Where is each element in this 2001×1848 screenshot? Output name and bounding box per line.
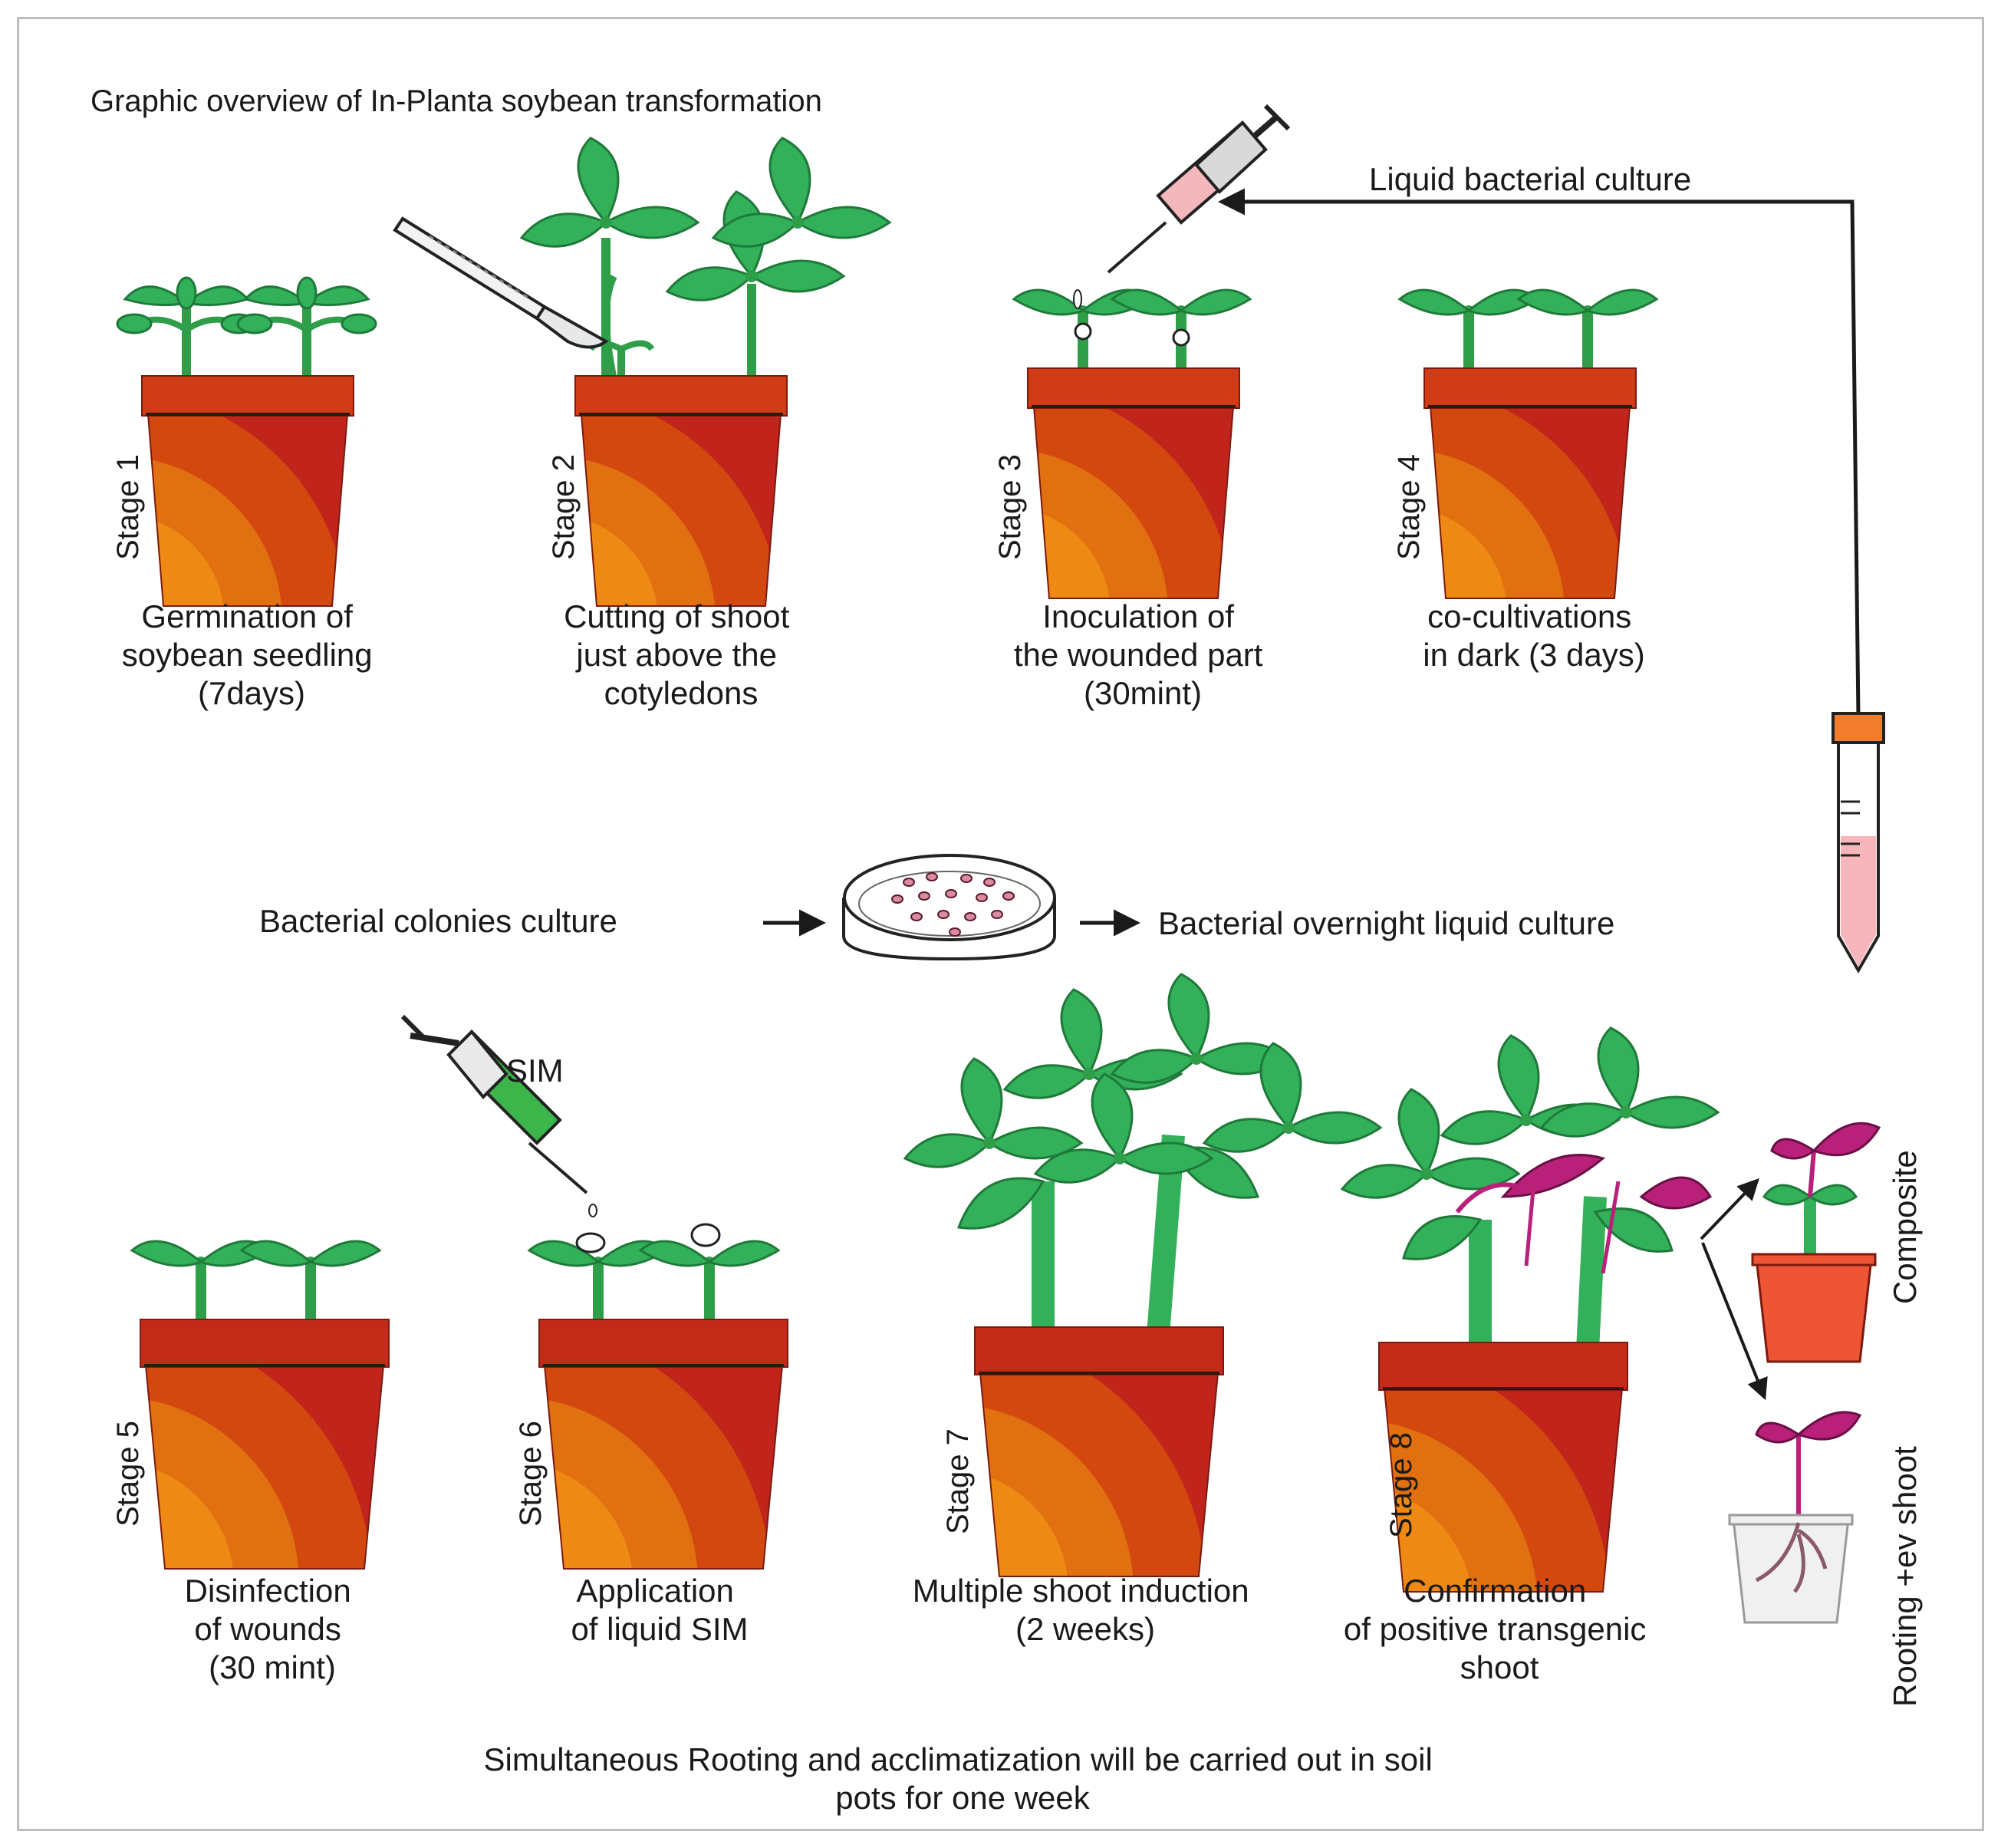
stage-8-label: Stage 8: [1384, 1432, 1418, 1538]
stage-7-caption: Multiple shoot induction (2 weeks): [913, 1573, 1259, 1647]
sim-label: SIM: [506, 1052, 564, 1089]
rooting-arrow: [1701, 1242, 1768, 1401]
sim-syringe-icon: [400, 1014, 588, 1194]
petri-dish-icon: [842, 854, 1056, 961]
figure-frame: [17, 17, 1984, 1831]
syringe-icon: [1107, 104, 1291, 274]
composite-arrow: [1700, 1178, 1759, 1240]
stage-1-illustration: [0, 278, 376, 852]
stage-7-label: Stage 7: [941, 1428, 975, 1534]
stage-5-illustration: [0, 1241, 395, 1845]
stage-4-caption: co-cultivations in dark (3 days): [1423, 598, 1644, 673]
rooting-label: Rooting +ev shoot: [1887, 1446, 1923, 1707]
stage-8-illustration: [1089, 1026, 1720, 1848]
footer-note: Simultaneous Rooting and acclimatization…: [484, 1741, 1442, 1816]
liquid-culture-label: Liquid bacterial culture: [1369, 161, 1691, 197]
stage-3-caption: Inoculation of the wounded part (30mint): [1014, 598, 1272, 711]
composite-label: Composite: [1887, 1150, 1923, 1304]
stage-4-illustration: [1170, 290, 1657, 844]
stage-6-label: Stage 6: [514, 1421, 548, 1527]
stage-5-label: Stage 5: [111, 1421, 145, 1527]
stage-3-label: Stage 3: [993, 454, 1027, 560]
stage-8-caption: Confirmation of positive transgenic shoo…: [1344, 1573, 1655, 1685]
stage-3-illustration: [773, 104, 1291, 844]
stage-2-illustration: [321, 137, 891, 852]
stage-7-illustration: [685, 973, 1382, 1848]
composite-plant-illustration: [1751, 1122, 1881, 1363]
scalpel-icon: [393, 216, 609, 349]
falcon-tube-icon: [1832, 712, 1885, 973]
stage-2-caption: Cutting of shoot just above the cotyledo…: [564, 598, 798, 711]
culture-to-syringe-arrow: [1218, 188, 1861, 718]
stage-2-label: Stage 2: [547, 454, 581, 560]
stage-1-caption: Germination of soybean seedling (7days): [122, 598, 382, 711]
stage-6-caption: Application of liquid SIM: [571, 1573, 748, 1647]
overnight-label: Bacterial overnight liquid culture: [1158, 905, 1614, 941]
stage-5-caption: Disinfection of wounds (30 mint): [185, 1573, 360, 1685]
stage-1-label: Stage 1: [111, 454, 145, 560]
rooting-plant-illustration: [1728, 1411, 1862, 1624]
stage-4-label: Stage 4: [1392, 454, 1426, 560]
diagram-title: Graphic overview of In-Planta soybean tr…: [91, 84, 822, 118]
colonies-label: Bacterial colonies culture: [259, 903, 617, 939]
stage-6-illustration: SIM: [249, 1014, 794, 1845]
